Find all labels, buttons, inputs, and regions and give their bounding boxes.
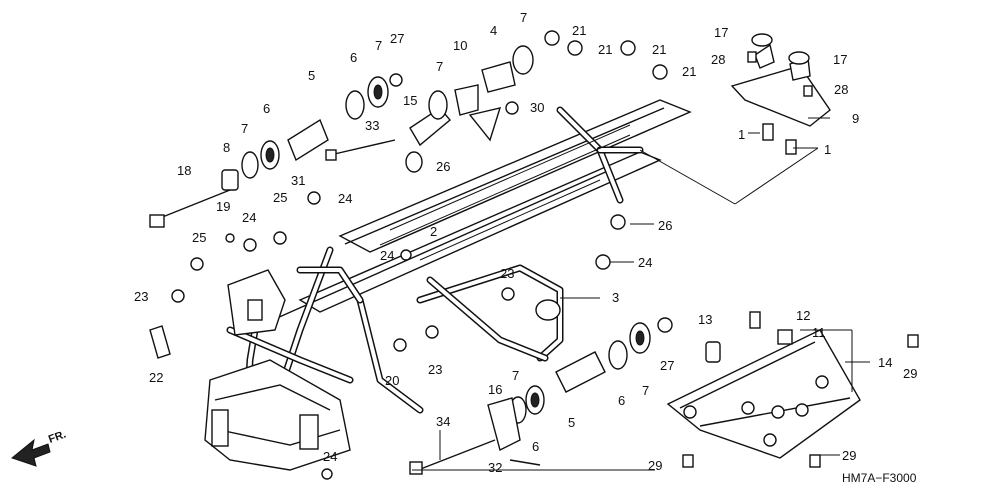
engine-mount-upper-left[interactable] [149,73,403,228]
callout-21d: 21 [682,64,696,79]
callout-7e: 7 [642,383,649,398]
callout-3: 3 [612,290,619,305]
callout-7d: 7 [241,121,248,136]
callout-13: 13 [698,312,712,327]
engine-mount-lower-right[interactable] [409,317,721,475]
callout-1a: 1 [738,127,745,142]
callout-4: 4 [490,23,497,38]
leader-lines [412,117,870,471]
callout-26b: 26 [658,218,672,233]
callout-26a: 26 [436,159,450,174]
callout-29a: 29 [903,366,917,381]
front-marker-label: FR. [47,428,68,445]
callout-1b: 1 [824,142,831,157]
callout-28b: 28 [834,82,848,97]
callout-27a: 27 [390,31,404,46]
callout-30: 30 [530,100,544,115]
drawing-code: HM7A−F3000 [842,471,917,485]
callout-29b: 29 [648,458,662,473]
callout-25b: 25 [192,230,206,245]
callout-24c: 24 [380,248,394,263]
callout-24b: 24 [242,210,256,225]
wire-clamps-upper[interactable] [544,30,668,80]
callout-2: 2 [430,224,437,239]
callout-11: 11 [812,325,826,340]
callout-31: 31 [291,173,305,188]
callout-18: 18 [177,163,191,178]
callout-5b: 5 [568,415,575,430]
engine-hanger-brackets[interactable] [405,45,534,173]
callout-5a: 5 [308,68,315,83]
front-direction-arrow [10,438,51,467]
main-frame[interactable] [204,99,692,471]
callout-23b: 23 [500,266,514,281]
callout-32: 32 [488,460,502,475]
callout-12: 12 [796,308,810,323]
callout-24e: 24 [323,449,337,464]
callout-24a: 24 [338,191,352,206]
callout-17b: 17 [833,52,847,67]
callout-6d: 6 [532,439,539,454]
callout-29c: 29 [842,448,856,463]
frame-clips[interactable] [149,191,626,480]
callout-7a: 7 [520,10,527,25]
callout-25a: 25 [273,190,287,205]
callout-19: 19 [216,199,230,214]
callout-7b: 7 [375,38,382,53]
callout-21b: 21 [598,42,612,57]
callout-21a: 21 [572,23,586,38]
callout-21c: 21 [652,42,666,57]
rear-bracket-assembly[interactable] [730,33,831,155]
callout-6b: 6 [263,101,270,116]
callout-10: 10 [453,38,467,53]
callout-6a: 6 [350,50,357,65]
callout-20: 20 [385,373,399,388]
callout-27b: 27 [660,358,674,373]
callout-16: 16 [488,382,502,397]
callout-23c: 23 [428,362,442,377]
callout-28a: 28 [711,52,725,67]
callout-34: 34 [436,414,450,429]
callout-22: 22 [149,370,163,385]
callout-24d: 24 [638,255,652,270]
callout-8: 8 [223,140,230,155]
callout-17a: 17 [714,25,728,40]
callout-7c: 7 [436,59,443,74]
callout-9: 9 [852,111,859,126]
callout-23a: 23 [134,289,148,304]
callout-14: 14 [878,355,892,370]
callout-7f: 7 [512,368,519,383]
callout-6c: 6 [618,393,625,408]
callout-labels: 1 1 2 3 4 5 5 6 6 6 6 7 7 7 7 7 7 8 9 10… [47,10,918,485]
skid-plate[interactable] [666,311,919,468]
callout-33: 33 [365,118,379,133]
callout-15: 15 [403,93,417,108]
